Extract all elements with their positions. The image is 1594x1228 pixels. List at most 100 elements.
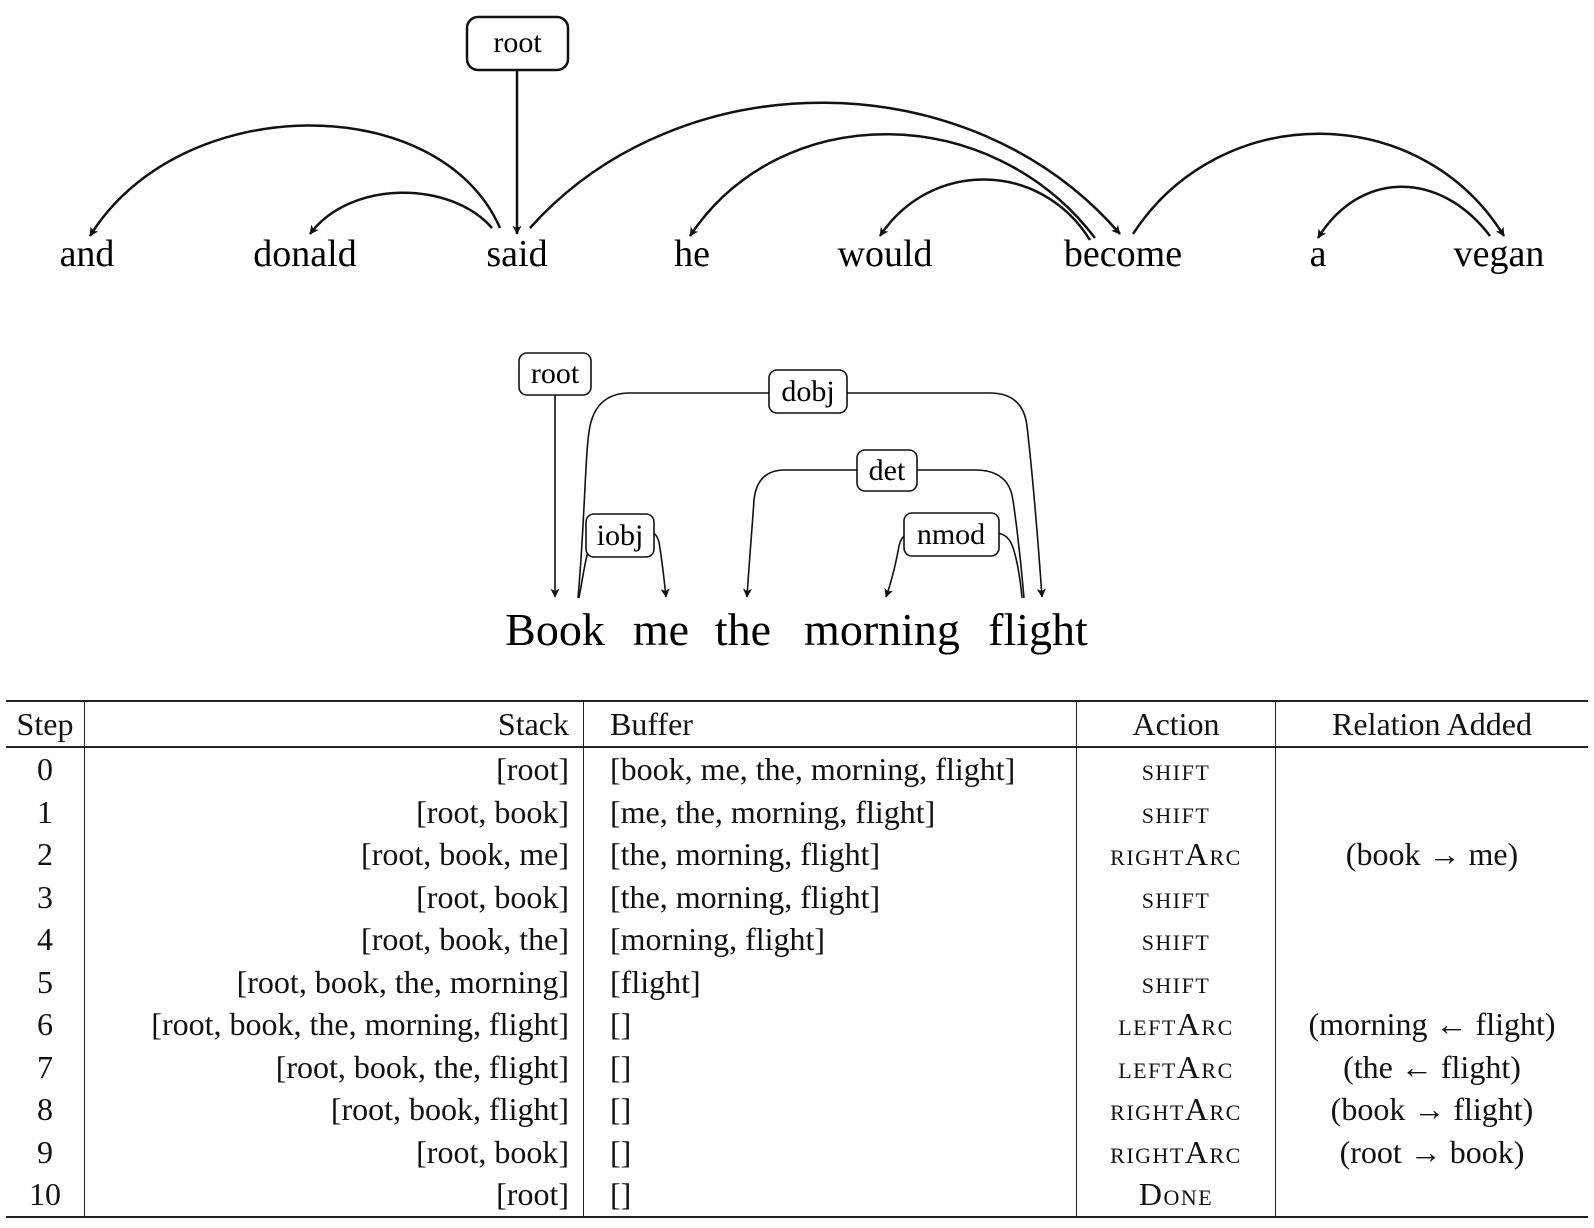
tree1-word-vegan: vegan [1454, 233, 1545, 275]
cell-stack: [root, book] [84, 875, 584, 918]
cell-step: 5 [6, 960, 85, 1003]
table-row: 9 [root, book] [] rightArc (root → book) [6, 1130, 1588, 1173]
tree1-arc-become-he [688, 133, 1096, 239]
cell-action: shift [1076, 790, 1276, 833]
header-relation-added: Relation Added [1332, 705, 1532, 742]
cell-buffer: [] [583, 1045, 1077, 1088]
header-buffer: Buffer [583, 701, 1077, 747]
tree2-word-flight: flight [988, 604, 1088, 655]
cell-step: 6 [6, 1003, 85, 1046]
table-row: 7 [root, book, the, flight] [] leftArc (… [6, 1045, 1588, 1088]
tree1-arc-said-become [529, 101, 1121, 235]
tree1-arc-said-and [88, 124, 502, 237]
tree2-dobj-label: dobj [781, 375, 834, 408]
cell-relation: (the ← flight) [1343, 1048, 1521, 1085]
cell-step: 1 [6, 790, 85, 833]
cell-action: shift [1076, 960, 1276, 1003]
header-action: Action [1076, 701, 1276, 747]
tree2-iobj-box [585, 513, 655, 558]
cell-buffer: [me, the, morning, flight] [583, 790, 1077, 833]
cell-stack: [root, book, the, morning] [84, 960, 584, 1003]
cell-stack: [root] [84, 747, 584, 791]
cell-buffer: [flight] [583, 960, 1077, 1003]
cell-action: Done [1076, 1173, 1276, 1217]
cell-action: rightArc [1076, 1130, 1276, 1173]
cell-relation [1276, 791, 1589, 834]
tree2-word-me: me [633, 604, 689, 655]
cell-stack: [root, book, flight] [84, 1088, 584, 1131]
header-stack: Stack [84, 701, 584, 747]
cell-stack: [root, book, the] [84, 918, 584, 961]
cell-relation [1276, 747, 1589, 791]
tree2-nmod-box [903, 512, 1000, 557]
tree2-word-the: the [715, 604, 771, 655]
cell-relation: (morning ← flight) [1308, 1006, 1556, 1042]
cell-relation [1276, 876, 1589, 919]
cell-stack: [root, book, the, morning, flight] [84, 1003, 584, 1046]
tree1-arc-become-vegan [1131, 132, 1506, 237]
cell-relation: (root → book) [1339, 1133, 1525, 1170]
tree2-word-morning: morning [804, 604, 960, 655]
cell-stack: [root, book] [84, 1130, 584, 1173]
tree2-arc-dobj [577, 392, 1046, 599]
cell-step: 3 [6, 875, 85, 918]
tree2-det-box [856, 449, 918, 492]
tree1-word-become: become [1064, 233, 1182, 275]
tree2-root-box [518, 352, 592, 396]
cell-relation [1276, 918, 1589, 961]
tree1-word-he: he [674, 233, 710, 275]
header-step: Step [6, 701, 85, 747]
cell-buffer: [] [583, 1130, 1077, 1173]
tree1-root-label: root [493, 26, 542, 59]
cell-step: 9 [6, 1130, 85, 1173]
cell-buffer: [the, morning, flight] [583, 833, 1077, 876]
tree2-arc-det [743, 469, 1025, 599]
cell-action: rightArc [1076, 833, 1276, 876]
cell-buffer: [] [583, 1088, 1077, 1131]
cell-action: shift [1076, 747, 1276, 791]
tree1-arc-vegan-a [1316, 185, 1491, 239]
tree1-word-a: a [1310, 233, 1327, 275]
tree1-arc-become-would [878, 178, 1092, 241]
dependency-tree-1: root and donald said he would become a v… [60, 15, 1545, 275]
cell-stack: [root, book, the, flight] [84, 1045, 584, 1088]
cell-action: shift [1076, 875, 1276, 918]
cell-action: leftArc [1076, 1045, 1276, 1088]
cell-relation: (book → me) [1345, 836, 1519, 872]
cell-relation: (book → flight) [1330, 1091, 1534, 1127]
table-row: 10 [root] [] Done [6, 1173, 1588, 1217]
tree2-nmod-label: nmod [917, 518, 985, 551]
cell-stack: [root, book, me] [84, 833, 584, 876]
cell-buffer: [morning, flight] [583, 918, 1077, 961]
table-row: 8 [root, book, flight] [] rightArc (book… [6, 1088, 1588, 1131]
table-header-row: Step Stack Buffer Action Relation Added [6, 701, 1588, 747]
tree1-word-would: would [838, 233, 933, 275]
cell-buffer: [] [583, 1173, 1077, 1217]
cell-step: 4 [6, 918, 85, 961]
tree2-iobj-label: iobj [597, 519, 644, 552]
tree1-arc-said-donald [308, 191, 493, 235]
cell-action: leftArc [1076, 1003, 1276, 1046]
dependency-diagrams: root and donald said he would become a v… [60, 15, 1545, 655]
dependency-tree-2: root dobj det iobj nmod Book me the morn… [505, 352, 1088, 655]
tree2-word-book: Book [505, 604, 605, 655]
tree1-word-and: and [60, 233, 115, 275]
table-row: 4 [root, book, the] [morning, flight] sh… [6, 918, 1588, 961]
table-row: 3 [root, book] [the, morning, flight] sh… [6, 875, 1589, 919]
cell-buffer: [book, me, the, morning, flight] [583, 747, 1077, 791]
cell-stack: [root, book] [84, 790, 584, 833]
table-row: 5 [root, book, the, morning] [flight] sh… [6, 960, 1589, 1004]
cell-relation [1276, 1173, 1589, 1217]
cell-step: 8 [6, 1088, 85, 1131]
table-row: 2 [root, book, me] [the, morning, flight… [6, 833, 1588, 876]
cell-relation [1276, 961, 1589, 1004]
table-row: 6 [root, book, the, morning, flight] [] … [6, 1003, 1588, 1046]
cell-buffer: [] [583, 1003, 1077, 1046]
parse-trace-table: Step Stack Buffer Action Relation Added … [6, 700, 1588, 1218]
cell-step: 0 [6, 747, 85, 791]
tree2-root-label: root [531, 357, 580, 390]
cell-buffer: [the, morning, flight] [583, 875, 1077, 918]
tree1-word-donald: donald [253, 233, 356, 275]
tree2-det-label: det [869, 454, 906, 487]
table-row: 1 [root, book] [me, the, morning, flight… [6, 790, 1589, 834]
